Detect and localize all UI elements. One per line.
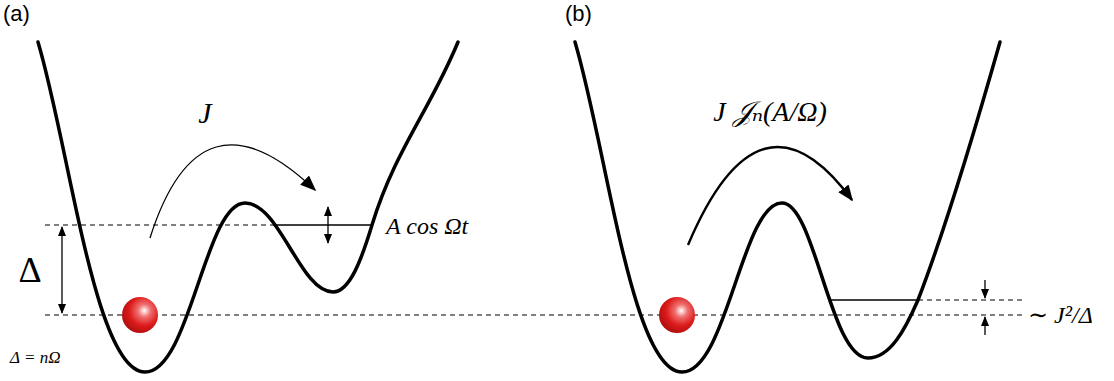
particle xyxy=(122,297,158,333)
panel-label: (a) xyxy=(3,3,30,25)
panel-label: (b) xyxy=(565,3,592,25)
shift-label: ∼ J²/Δ xyxy=(1028,303,1093,327)
hopping-label: J xyxy=(198,98,211,128)
detuning-label: Δ xyxy=(18,252,41,288)
particle xyxy=(659,297,695,333)
drive-label: A cos Ωt xyxy=(386,214,468,238)
potential-curves xyxy=(38,42,1000,372)
resonance-label: Δ = nΩ xyxy=(10,349,60,366)
hopping-label: J 𝒥ₙ(A/Ω) xyxy=(713,98,827,126)
arrows xyxy=(62,145,985,335)
